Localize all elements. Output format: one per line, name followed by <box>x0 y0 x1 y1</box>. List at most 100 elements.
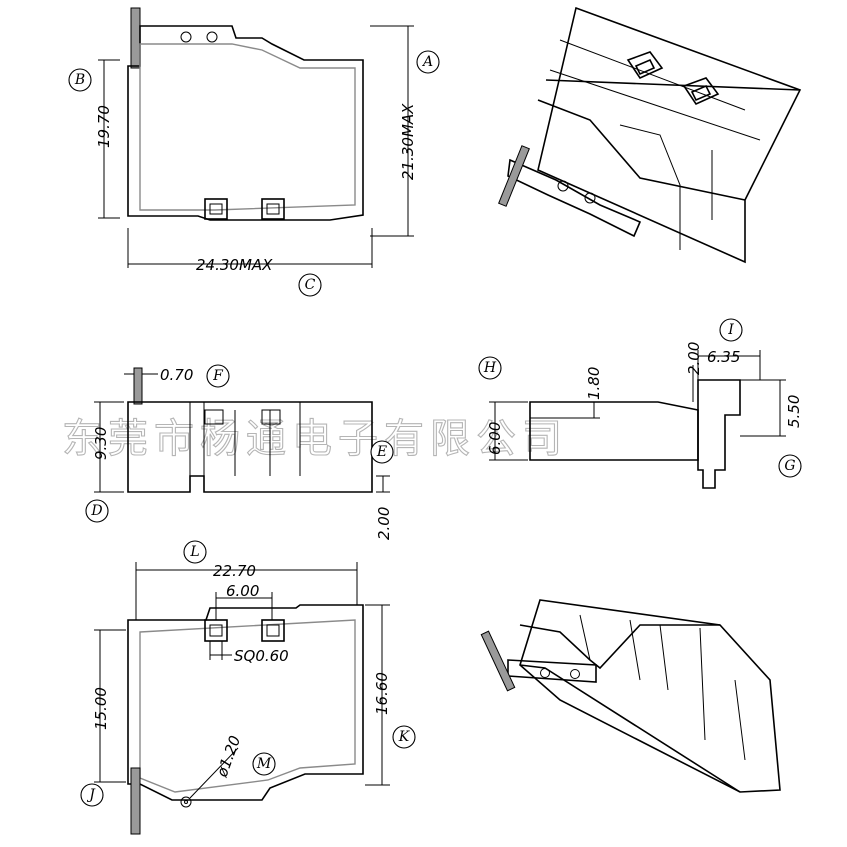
callout-e: E <box>370 440 394 464</box>
svg-text:M: M <box>256 756 272 772</box>
top-view-inner-outline <box>139 43 356 211</box>
svg-text:E: E <box>376 444 387 460</box>
dim-pin-gap: 2.00 <box>685 342 703 375</box>
dimension-line <box>697 350 761 380</box>
callout-d: D <box>85 499 109 523</box>
dimension-line <box>127 228 373 268</box>
callout-c: C <box>298 273 322 297</box>
callout-f: F <box>206 364 230 388</box>
solder-pad <box>266 624 280 637</box>
svg-text:A: A <box>421 54 433 70</box>
dim-pin-thickness: 0.70 <box>160 366 193 384</box>
solder-pad <box>209 624 223 637</box>
mount-hole <box>180 796 192 808</box>
company-watermark: 东莞市杨通电子有限公司 <box>62 416 568 462</box>
svg-text:L: L <box>189 544 199 560</box>
iso-body-outline <box>519 599 781 793</box>
svg-text:C: C <box>305 277 316 293</box>
svg-text:F: F <box>212 368 224 384</box>
iso-edge <box>549 39 761 141</box>
iso-edge <box>537 99 746 201</box>
dim-top-height: 19.70 <box>95 105 113 148</box>
dimension-line <box>98 59 120 219</box>
callout-h: H <box>478 356 502 380</box>
bottom-view-outline <box>127 604 364 801</box>
mount-hole <box>557 180 569 192</box>
bottom-view-inner-outline <box>139 619 356 793</box>
dim-bottom-width: 22.70 <box>213 562 256 580</box>
solder-pad <box>634 58 712 102</box>
iso-body-outline <box>537 6 802 264</box>
dim-end-step: 1.80 <box>585 367 603 400</box>
dimension-line <box>489 401 528 461</box>
callout-i: I <box>719 318 743 342</box>
iso-edge <box>519 664 741 793</box>
dimension-line <box>135 562 358 620</box>
callout-k: K <box>392 725 416 749</box>
end-view: 6.00 1.80 2.00 6.35 5.50 <box>486 342 803 489</box>
svg-text:G: G <box>784 458 795 474</box>
end-view-terminal <box>697 379 741 489</box>
iso-edge <box>519 624 720 670</box>
side-view-pad <box>261 409 281 425</box>
dimension-line <box>740 379 786 437</box>
svg-text:H: H <box>483 360 497 376</box>
iso-terminal-bracket <box>507 659 597 683</box>
dim-pin-span: 6.35 <box>707 348 740 366</box>
terminal-pin <box>498 145 530 207</box>
dimension-line <box>94 401 124 493</box>
dim-top-width-max: 24.30MAX <box>196 256 273 274</box>
dim-bottom-right-height: 16.60 <box>373 672 391 715</box>
bottom-view: 22.70 6.00 SQ0.60 15.00 16.60 ø1.20 <box>92 562 391 835</box>
top-view-outline <box>127 25 364 221</box>
mount-hole <box>206 31 218 43</box>
dim-side-offset: 2.00 <box>375 507 393 540</box>
side-view-pad <box>204 409 224 425</box>
terminal-pin <box>133 367 143 405</box>
mount-hole <box>584 192 596 204</box>
svg-text:I: I <box>727 322 734 338</box>
dimension-line <box>215 592 273 620</box>
callout-a: A <box>416 50 440 74</box>
iso-view-top <box>498 6 802 264</box>
solder-pad <box>204 619 228 642</box>
dim-hole-diameter: ø1.20 <box>213 733 245 780</box>
dimension-line <box>370 25 414 237</box>
terminal-pin <box>480 630 516 692</box>
mount-hole <box>570 669 580 679</box>
dim-side-height: 9.30 <box>92 427 110 460</box>
svg-text:D: D <box>90 503 102 519</box>
dim-end-height: 6.00 <box>486 422 504 455</box>
dim-pad-pitch: 6.00 <box>226 582 259 600</box>
side-view-edges <box>189 402 301 476</box>
iso-view-bottom <box>480 599 781 793</box>
callout-j: J <box>80 783 104 807</box>
callout-g: G <box>778 454 802 478</box>
callout-l: L <box>183 540 207 564</box>
mount-hole <box>180 31 192 43</box>
terminal-pin <box>130 7 141 69</box>
callout-bubbles: A B C D E F G H I J K L M <box>68 50 802 807</box>
callout-b: B <box>68 68 92 92</box>
svg-text:J: J <box>86 787 96 803</box>
mount-hole <box>540 668 550 678</box>
dimension-line <box>209 641 232 660</box>
mount-hole-center <box>184 800 188 804</box>
dim-pin-height: 5.50 <box>785 395 803 428</box>
solder-pad <box>261 619 285 642</box>
dim-top-height-max: 21.30MAX <box>399 103 417 180</box>
svg-text:B: B <box>74 72 85 88</box>
dim-bottom-left-height: 15.00 <box>92 687 110 730</box>
iso-edge <box>619 124 713 250</box>
terminal-pin <box>130 767 141 835</box>
leader-line <box>189 747 239 799</box>
solder-pad <box>266 203 280 215</box>
iso-edge <box>545 79 801 91</box>
dim-pad-size: SQ0.60 <box>234 647 289 665</box>
solder-pad <box>261 198 285 220</box>
iso-edge <box>579 614 746 761</box>
dimension-line <box>94 629 126 783</box>
callout-m: M <box>252 752 276 776</box>
solder-pad <box>209 203 223 215</box>
